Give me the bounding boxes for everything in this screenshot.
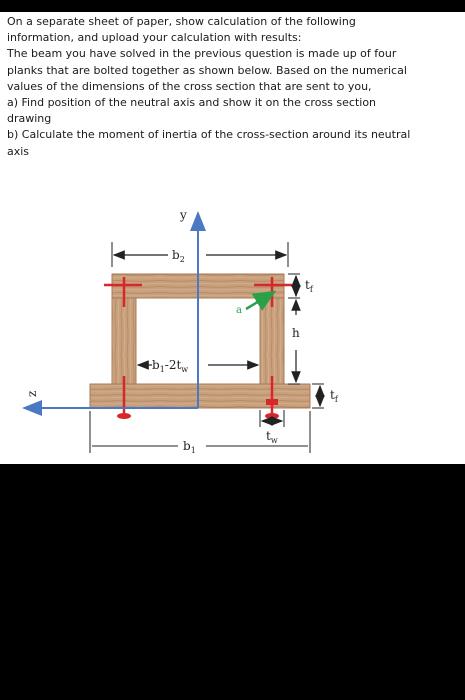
question-text: On a separate sheet of paper, show calcu… <box>7 14 459 160</box>
question-line-7: drawing <box>7 112 52 126</box>
label-tf-top: t <box>305 278 310 292</box>
label-a: a <box>236 305 242 316</box>
y-axis-label: y <box>179 208 187 222</box>
label-b2-sub: 2 <box>180 255 185 264</box>
question-line-3: The beam you have solved in the previous… <box>7 47 397 61</box>
label-tf-top-sub: f <box>310 285 314 294</box>
z-axis-label: z <box>25 391 39 397</box>
svg-text:b1-2tw: b1-2tw <box>152 358 188 374</box>
dimension-b1-minus-2tw: b1-2tw <box>136 358 260 374</box>
svg-text:tf: tf <box>330 388 339 404</box>
dimension-tw: tw <box>259 410 285 445</box>
document-page: On a separate sheet of paper, show calcu… <box>0 12 465 464</box>
green-arrow-a <box>245 290 277 311</box>
label-b1: b <box>183 439 191 453</box>
label-h: h <box>292 326 300 340</box>
svg-text:tf: tf <box>305 278 314 294</box>
bottom-black-area <box>0 464 465 700</box>
label-b1-minus-rest-sub: w <box>181 365 188 374</box>
dimension-b2: b2 <box>111 242 289 267</box>
question-line-9: axis <box>7 144 30 158</box>
dimension-h: h <box>288 298 301 385</box>
label-tw-sub: w <box>271 436 278 445</box>
left-web-plank <box>111 297 137 385</box>
bolt-bottom-left-head <box>117 413 131 419</box>
question-line-1: On a separate sheet of paper, show calcu… <box>7 15 356 28</box>
svg-text:b1: b1 <box>183 439 196 455</box>
label-b2: b <box>172 248 180 262</box>
right-web-plank <box>259 297 285 385</box>
top-black-bar <box>0 0 465 12</box>
cross-section-figure: y z a b2 b1-2tw b1 <box>22 208 339 455</box>
label-b1-minus-sub: 1 <box>160 365 165 374</box>
question-line-2: information, and upload your calculation… <box>7 31 302 45</box>
bolt-bottom-right-nut <box>266 399 278 405</box>
svg-text:tw: tw <box>266 429 278 445</box>
label-tf-bottom: t <box>330 388 335 402</box>
label-b1-sub: 1 <box>191 446 196 455</box>
dimension-tf-bottom: tf <box>312 383 339 409</box>
question-line-4: planks that are bolted together as shown… <box>7 63 407 77</box>
label-b1-minus-rest: -2t <box>165 358 182 372</box>
label-tf-bottom-sub: f <box>335 395 339 404</box>
label-tw: t <box>266 429 271 443</box>
question-line-5: values of the dimensions of the cross se… <box>7 79 372 93</box>
dimension-tf-top: tf <box>288 273 314 299</box>
bolt-bottom-right-head <box>265 413 279 419</box>
question-line-8: b) Calculate the moment of inertia of th… <box>7 128 411 142</box>
label-b1-minus: b <box>152 358 160 372</box>
svg-text:b2: b2 <box>172 248 185 264</box>
dimension-b1: b1 <box>89 411 311 455</box>
question-line-6: a) Find position of the neutral axis and… <box>7 96 377 110</box>
